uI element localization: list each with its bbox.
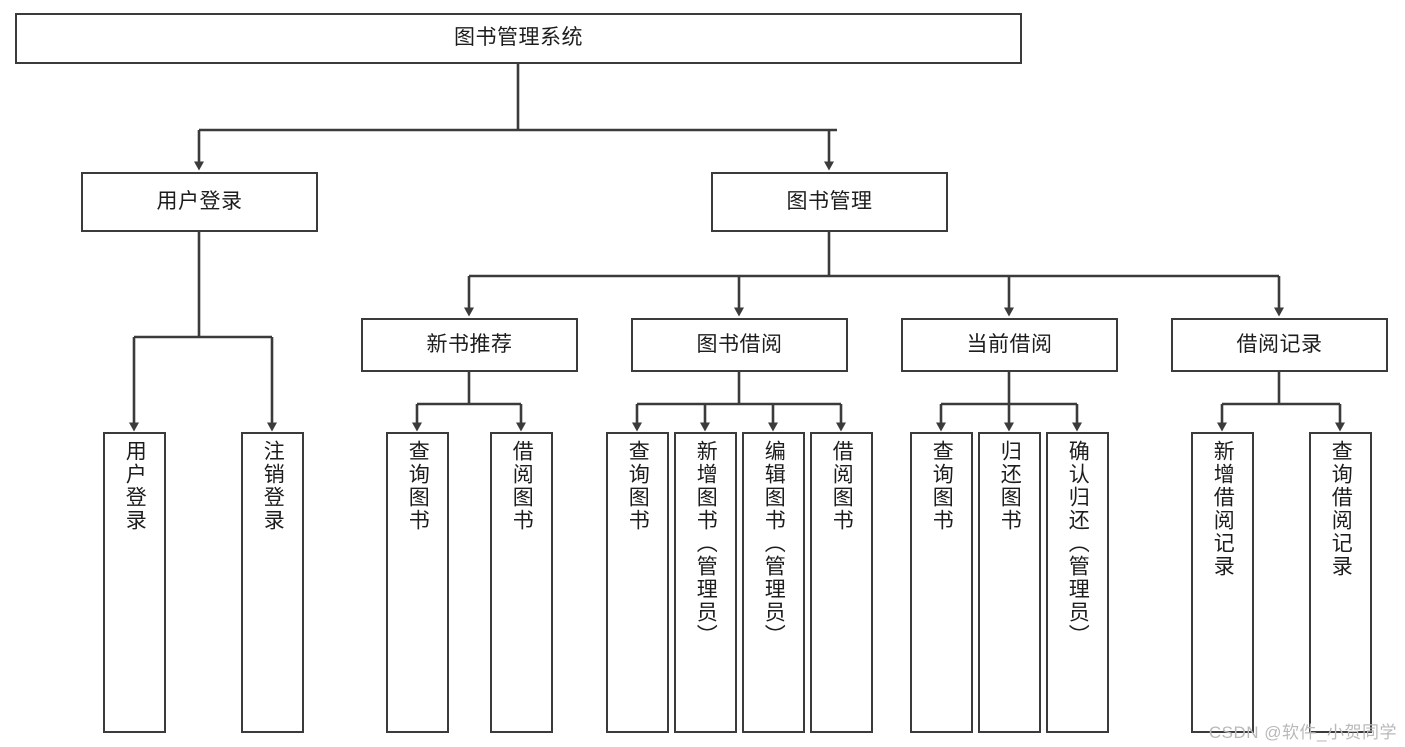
node-leaf-borrow-book-2[interactable]: 借阅图书 — [810, 432, 873, 733]
node-leaf-borrow-book-1[interactable]: 借阅图书 — [490, 432, 553, 733]
node-leaf-user-login-label: 用户登录 — [123, 440, 147, 532]
node-leaf-confirm-return[interactable]: 确认归还（管理员） — [1046, 432, 1109, 733]
node-user-login-label: 用户登录 — [156, 189, 243, 213]
node-leaf-return-book-label: 归还图书 — [998, 440, 1022, 532]
node-leaf-borrow-book-1-label: 借阅图书 — [510, 440, 534, 532]
node-user-login[interactable]: 用户登录 — [81, 172, 318, 232]
watermark-text: CSDN @软件_小贺同学 — [1208, 723, 1397, 742]
node-leaf-query-book-1[interactable]: 查询图书 — [386, 432, 449, 733]
node-leaf-query-book-2[interactable]: 查询图书 — [606, 432, 669, 733]
node-current-borrow[interactable]: 当前借阅 — [901, 318, 1118, 372]
node-new-book-recommendation[interactable]: 新书推荐 — [361, 318, 578, 372]
node-leaf-logout-label: 注销登录 — [261, 440, 285, 532]
node-leaf-query-record-label: 查询借阅记录 — [1329, 440, 1353, 578]
node-leaf-logout[interactable]: 注销登录 — [241, 432, 304, 733]
node-leaf-confirm-return-label: 确认归还（管理员） — [1066, 440, 1090, 647]
node-leaf-edit-book[interactable]: 编辑图书（管理员） — [742, 432, 805, 733]
node-book-management-label: 图书管理 — [786, 189, 873, 213]
node-book-management[interactable]: 图书管理 — [711, 172, 948, 232]
node-leaf-borrow-book-2-label: 借阅图书 — [830, 440, 854, 532]
node-borrow-record[interactable]: 借阅记录 — [1171, 318, 1388, 372]
node-leaf-query-book-1-label: 查询图书 — [406, 440, 430, 532]
node-leaf-user-login[interactable]: 用户登录 — [103, 432, 166, 733]
node-book-borrow[interactable]: 图书借阅 — [631, 318, 848, 372]
node-book-borrow-label: 图书借阅 — [696, 332, 783, 356]
node-leaf-query-record[interactable]: 查询借阅记录 — [1309, 432, 1372, 733]
node-leaf-add-book[interactable]: 新增图书（管理员） — [674, 432, 737, 733]
node-leaf-add-book-label: 新增图书（管理员） — [694, 440, 718, 647]
node-leaf-add-record[interactable]: 新增借阅记录 — [1191, 432, 1254, 733]
node-borrow-record-label: 借阅记录 — [1236, 332, 1323, 356]
node-leaf-query-book-3-label: 查询图书 — [930, 440, 954, 532]
node-root[interactable]: 图书管理系统 — [15, 13, 1022, 64]
node-leaf-return-book[interactable]: 归还图书 — [978, 432, 1041, 733]
node-new-book-recommendation-label: 新书推荐 — [426, 332, 513, 356]
node-leaf-edit-book-label: 编辑图书（管理员） — [762, 440, 786, 647]
node-leaf-add-record-label: 新增借阅记录 — [1211, 440, 1235, 578]
node-root-label: 图书管理系统 — [454, 26, 583, 50]
node-current-borrow-label: 当前借阅 — [966, 332, 1053, 356]
node-leaf-query-book-3[interactable]: 查询图书 — [910, 432, 973, 733]
node-leaf-query-book-2-label: 查询图书 — [626, 440, 650, 532]
